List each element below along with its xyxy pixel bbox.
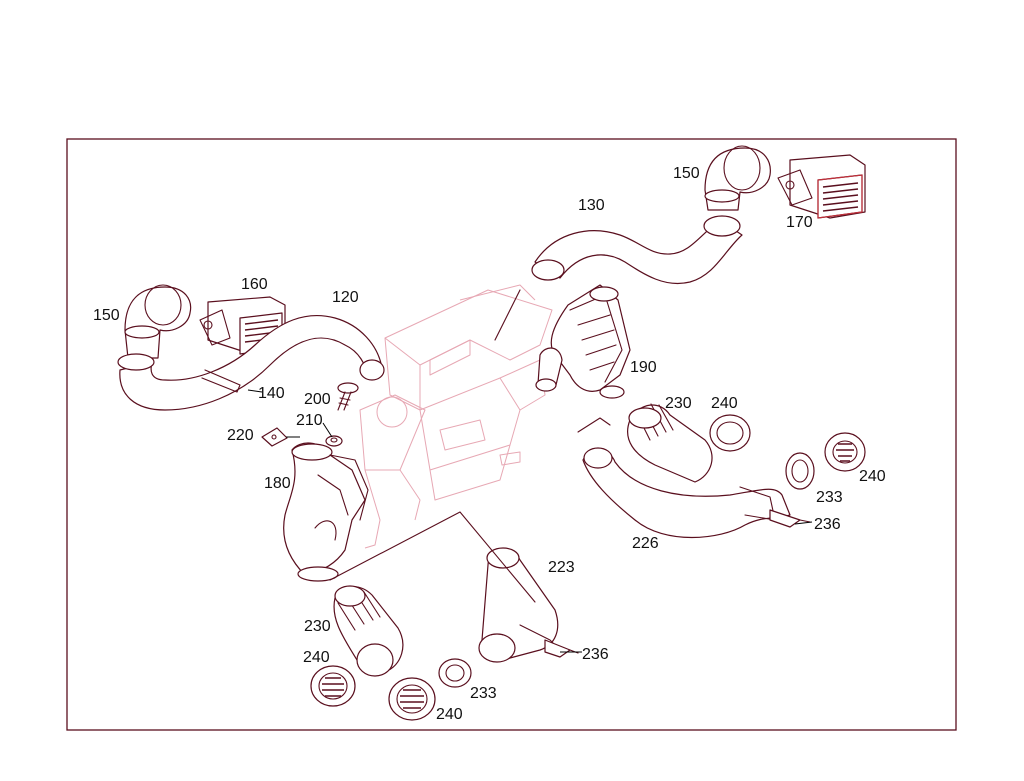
vent-240-bottom bbox=[388, 677, 436, 721]
heater-housing-ghost bbox=[359, 284, 553, 549]
callout-120: 120 bbox=[332, 289, 359, 306]
callout-140: 140 bbox=[258, 385, 285, 402]
screw-200 bbox=[337, 382, 359, 411]
callout-160: 160 bbox=[241, 276, 268, 293]
corrugated-hose-230-right bbox=[627, 403, 713, 483]
duct-223 bbox=[329, 511, 561, 663]
vent-outlet-170 bbox=[777, 154, 866, 219]
elbow-150-top bbox=[704, 145, 771, 211]
cable-tie-236-right bbox=[769, 509, 811, 528]
ring-233-bottom bbox=[438, 658, 472, 688]
vent-240-right-top bbox=[709, 414, 751, 452]
corrugated-hose-230-left bbox=[333, 585, 404, 677]
callout-150-top: 150 bbox=[673, 165, 700, 182]
callout-200: 200 bbox=[304, 391, 331, 408]
callout-240-right-top: 240 bbox=[711, 395, 738, 412]
callout-226: 226 bbox=[632, 535, 659, 552]
callout-240-left: 240 bbox=[303, 649, 330, 666]
callout-130: 130 bbox=[578, 197, 605, 214]
callout-170: 170 bbox=[786, 214, 813, 231]
cable-tie-236-bottom bbox=[544, 639, 579, 658]
duct-130 bbox=[494, 215, 743, 341]
callout-223: 223 bbox=[548, 559, 575, 576]
callout-220: 220 bbox=[227, 427, 254, 444]
callout-233-bottom: 233 bbox=[470, 685, 497, 702]
callout-240-right: 240 bbox=[859, 468, 886, 485]
washer-210 bbox=[325, 435, 343, 447]
ring-233-right bbox=[785, 452, 815, 490]
callout-230-right: 230 bbox=[665, 395, 692, 412]
callout-190: 190 bbox=[630, 359, 657, 376]
callout-150-left: 150 bbox=[93, 307, 120, 324]
diagram-frame bbox=[66, 138, 957, 731]
callout-233-right: 233 bbox=[816, 489, 843, 506]
callout-240-bottom: 240 bbox=[436, 706, 463, 723]
leader-lines bbox=[247, 389, 813, 653]
duct-190 bbox=[535, 284, 631, 399]
duct-226 bbox=[577, 417, 791, 539]
elbow-150-left bbox=[124, 284, 192, 359]
duct-120 bbox=[117, 314, 385, 411]
callout-236-bottom: 236 bbox=[582, 646, 609, 663]
clip-220 bbox=[261, 427, 288, 447]
vent-240-left bbox=[310, 665, 356, 707]
callout-236-right: 236 bbox=[814, 516, 841, 533]
vent-240-right bbox=[824, 432, 866, 472]
callout-180: 180 bbox=[264, 475, 291, 492]
duct-180 bbox=[283, 442, 369, 582]
callout-210: 210 bbox=[296, 412, 323, 429]
callout-230-left: 230 bbox=[304, 618, 331, 635]
